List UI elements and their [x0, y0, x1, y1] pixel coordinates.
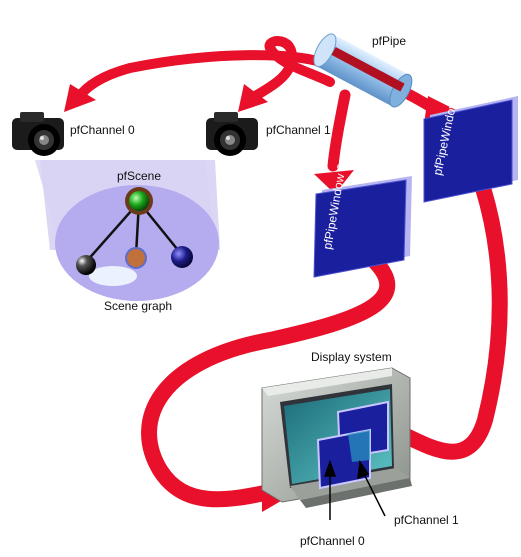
channel-pointers: [323, 459, 386, 520]
pipe-window-1: pfPipeWindow 1: [423, 89, 518, 203]
camera-channel1-icon: [206, 112, 258, 156]
pfpipe-cylinder: [313, 33, 413, 108]
arrow-pipe-to-channel0: [73, 50, 340, 103]
pointer-channel1: [363, 473, 386, 517]
pfpipe-label: pfPipe: [372, 34, 407, 48]
scene-graph: [76, 187, 193, 286]
channel1-screen-label: pfChannel 1: [394, 513, 459, 527]
pipe-window-0: pfPipeWindow 0: [313, 162, 412, 278]
red-arrows: [73, 36, 508, 508]
arrow-pipe-to-window0: [327, 89, 351, 172]
scene-graph-label: Scene graph: [104, 299, 173, 313]
light-beam: [89, 266, 137, 286]
group-node: [171, 246, 193, 268]
arrow-window0-to-display: [141, 247, 396, 508]
channel0-camera-label: pfChannel 0: [70, 123, 135, 137]
arrowhead-channel0: [64, 84, 96, 112]
light-node: [76, 255, 96, 275]
geometry-node: [125, 247, 147, 269]
monitor-icon: [261, 367, 412, 508]
arrowhead-channel1: [238, 84, 268, 112]
display-system-label: Display system: [311, 350, 392, 364]
channel0-screen-label: pfChannel 0: [300, 534, 365, 548]
camera-channel0-icon: [12, 112, 64, 156]
arrow-pipe-to-channel1: [247, 36, 335, 103]
channel1-camera-label: pfChannel 1: [266, 123, 331, 137]
arrowhead-window0: [314, 170, 354, 194]
scene-root-node: [129, 191, 149, 211]
pfscene-label: pfScene: [117, 169, 162, 183]
arrow-window1-to-display: [392, 180, 508, 460]
